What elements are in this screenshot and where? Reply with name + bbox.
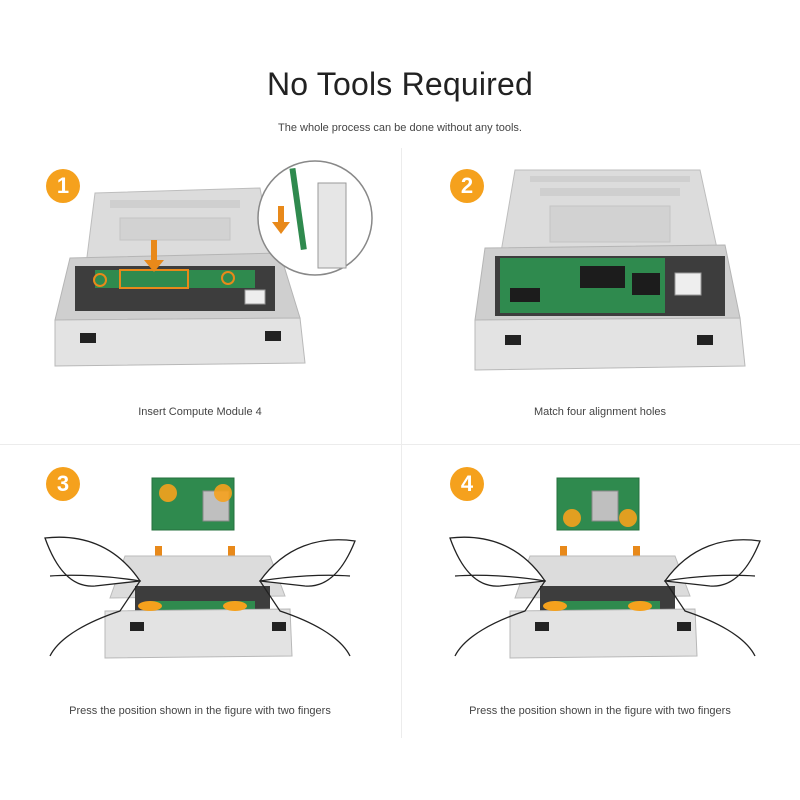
page-subtitle: The whole process can be done without an… [278, 122, 522, 134]
step-1-illustration [54, 160, 373, 367]
step-2-illustration [474, 169, 746, 371]
step-3-badge: 3 [46, 467, 80, 501]
step-3-illustration [44, 477, 356, 659]
step-4-badge: 4 [450, 467, 484, 501]
step-3-caption: Press the position shown in the figure w… [69, 705, 331, 717]
step-4-illustration [449, 477, 761, 659]
step-1-panel: 1 Insert Compute Module 4 [0, 148, 400, 444]
step-2-panel: 2 Match four alignment holes [400, 148, 800, 444]
step-3-panel: 3 Press the position shown in the figure… [0, 446, 400, 742]
step-2-caption: Match four alignment holes [533, 406, 667, 418]
step-2-badge: 2 [450, 169, 484, 203]
page-title: No Tools Required [266, 66, 534, 102]
grid-divider-horizontal [0, 444, 800, 445]
step-4-caption: Press the position shown in the figure w… [469, 705, 731, 717]
step-1-caption: Insert Compute Module 4 [138, 406, 262, 418]
step-4-panel: 4 Press the position shown in the figure… [400, 446, 800, 742]
step-1-badge: 1 [46, 169, 80, 203]
grid-divider-vertical [401, 148, 402, 738]
